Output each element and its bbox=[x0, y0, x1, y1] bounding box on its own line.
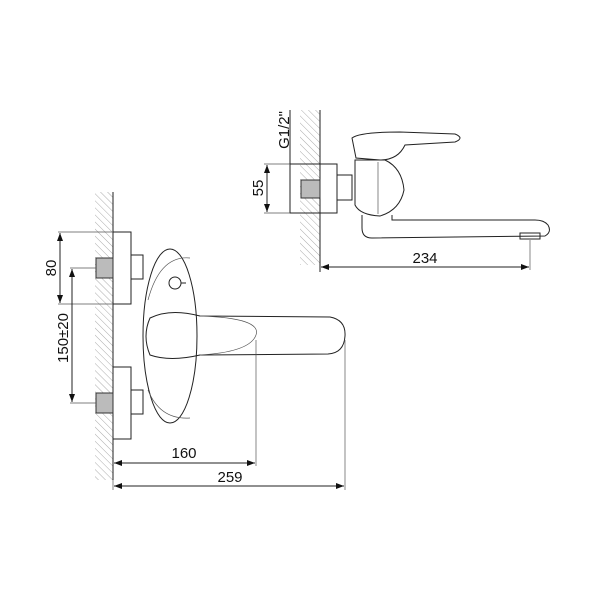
diverter-knob-icon bbox=[168, 276, 186, 290]
upper-flange bbox=[112, 231, 132, 305]
front-view: 160 259 80 150±20 bbox=[43, 192, 346, 490]
lever-inner-curve bbox=[199, 315, 257, 356]
upper-body-curve bbox=[147, 257, 191, 301]
lever-handle bbox=[145, 312, 346, 359]
dim-label-234: 234 bbox=[412, 250, 437, 267]
lower-nut bbox=[130, 389, 144, 415]
dim-label-259: 259 bbox=[217, 469, 242, 486]
upper-thread-stud bbox=[95, 257, 114, 279]
thread-size-label: G1/2" bbox=[276, 111, 293, 149]
dim-label-150: 150±20 bbox=[55, 313, 72, 363]
side-thread-stud bbox=[300, 179, 321, 199]
spout bbox=[361, 215, 550, 239]
wall-hatch bbox=[95, 192, 113, 480]
lower-body-curve bbox=[147, 389, 191, 419]
upper-nut bbox=[130, 254, 144, 280]
side-view: G1/2" 55 234 bbox=[250, 110, 550, 272]
dim-label-80: 80 bbox=[43, 260, 60, 277]
lower-thread-stud bbox=[95, 392, 114, 414]
lower-flange bbox=[112, 366, 132, 440]
dim-label-55: 55 bbox=[250, 180, 267, 197]
side-connector bbox=[336, 174, 353, 201]
side-lever-handle bbox=[351, 131, 461, 161]
aerator bbox=[519, 232, 541, 240]
dim-label-160: 160 bbox=[171, 445, 196, 462]
side-mixer-body bbox=[354, 159, 405, 217]
mixer-body bbox=[142, 248, 198, 424]
